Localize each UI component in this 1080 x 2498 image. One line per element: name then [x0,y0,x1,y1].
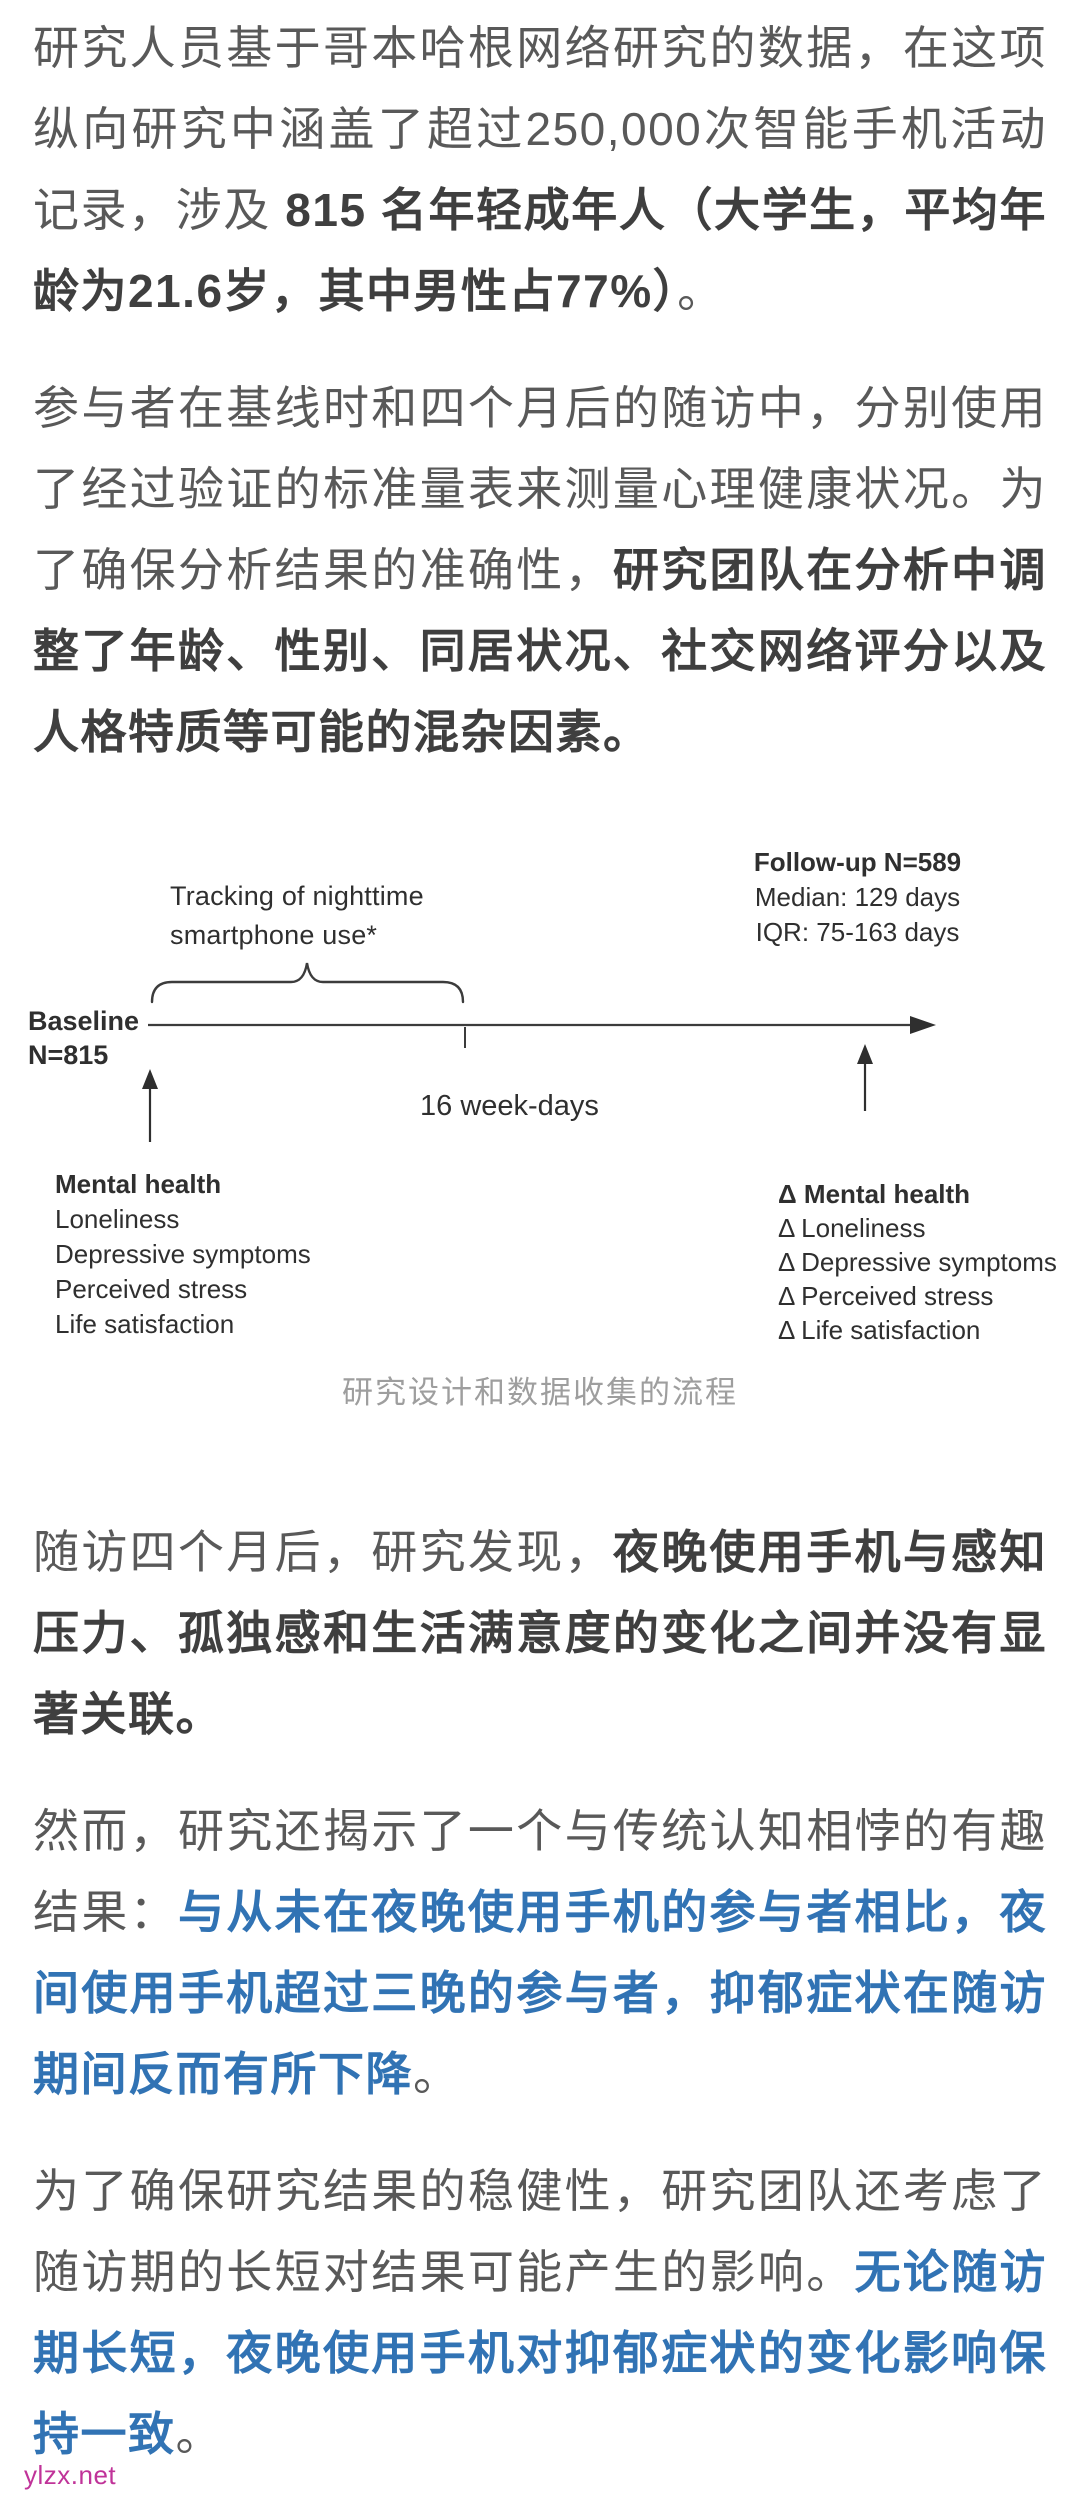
text-run: 无论随访期长短，夜晚使用手机对抑郁症状的变化影响保持一致 [33,2246,1048,2460]
text-run: 815 名年轻成年人（大学生，平均年龄为21.6岁，其中男性占77%） [33,184,1048,317]
tracking-label-line1: Tracking of nighttime [170,881,424,911]
text-run: 随访四个月后，研究发现， [33,1526,613,1578]
measure-item: Life satisfaction [55,1309,235,1339]
paragraph: 参与者在基线时和四个月后的随访中，分别使用了经过验证的标准量表来测量心理健康状况… [33,368,1047,773]
measure-item: Δ Life satisfaction [778,1315,981,1345]
text-run: 参与者在基线时和四个月后的随访中，分别使用了经过验证的标准量表来测量心理健康状况… [33,382,1047,596]
baseline-label-line1: Baseline [28,1006,140,1036]
measure-item: Δ Loneliness [778,1213,926,1243]
followup-stats: Follow-up N=589 Median: 129 days IQR: 75… [735,845,980,950]
paragraph: 为了确保研究结果的稳健性，研究团队还考虑了随访期的长短对结果可能产生的影响。无论… [33,2151,1047,2475]
measure-item: Δ Depressive symptoms [778,1247,1057,1277]
duration-label: 16 week-days [420,1090,599,1122]
study-design-diagram: Tracking of nighttime smartphone use* Fo… [0,809,1080,1349]
text-run: 研究团队在分析中调整了年龄、性别、同居状况、社交网络评分以及人格特质等可能的混杂… [33,544,1048,758]
text-run: 然而，研究还揭示了一个与传统认知相悖的有趣结果： [33,1805,1047,1938]
text-run: 。 [175,2408,223,2460]
measure-item: Δ Perceived stress [778,1281,994,1311]
tracking-label: Tracking of nighttime smartphone use* [170,877,424,955]
followup-measures-list: Δ Mental health Δ Loneliness Δ Depressive… [778,1177,1057,1347]
baseline-uparrow-icon [142,1069,158,1142]
followup-measures-title: Δ Mental health [778,1179,971,1209]
text-run: 与从未在夜晚使用手机的参与者相比，夜间使用手机超过三晚的参与者，抑郁症状在随访期… [33,1886,1048,2100]
measure-item: Loneliness [55,1204,180,1234]
timeline-midpoint-tick [464,1027,466,1048]
tracking-label-line2: smartphone use* [170,920,378,950]
text-run: 。 [413,2048,461,2100]
measure-item: Depressive symptoms [55,1239,311,1269]
text-run: 夜晚使用手机与感知压力、孤独感和生活满意度的变化之间并没有显著关联。 [33,1526,1048,1740]
text-run: 。 [677,265,725,317]
followup-median: Median: 129 days [754,882,961,912]
followup-uparrow-icon [857,1044,873,1111]
followup-measures-items: Δ Loneliness Δ Depressive symptoms Δ Perce… [778,1211,1057,1347]
timeline-arrow-icon [148,1016,936,1034]
text-run: 研究人员基于哥本哈根网络研究的数据，在这项纵向研究中涵盖了超过250,000次智… [33,22,1047,236]
followup-iqr: IQR: 75-163 days [755,917,960,947]
baseline-label: Baseline N=815 [28,1004,139,1072]
baseline-label-line2: N=815 [28,1040,109,1070]
followup-header: Follow-up N=589 [753,847,962,877]
text-run: 为了确保研究结果的稳健性，研究团队还考虑了随访期的长短对结果可能产生的影响。 [33,2165,1047,2298]
paragraph: 随访四个月后，研究发现，夜晚使用手机与感知压力、孤独感和生活满意度的变化之间并没… [33,1512,1047,1755]
tracking-brace-icon [150,962,465,1004]
measure-item: Perceived stress [55,1274,248,1304]
paragraph: 然而，研究还揭示了一个与传统认知相悖的有趣结果：与从未在夜晚使用手机的参与者相比… [33,1791,1047,2115]
paragraph: 研究人员基于哥本哈根网络研究的数据，在这项纵向研究中涵盖了超过250,000次智… [33,8,1047,332]
figure-caption: 研究设计和数据收集的流程 [342,1375,738,1410]
site-watermark: ylzx.net [24,2460,117,2490]
baseline-measures-title: Mental health [55,1169,222,1199]
